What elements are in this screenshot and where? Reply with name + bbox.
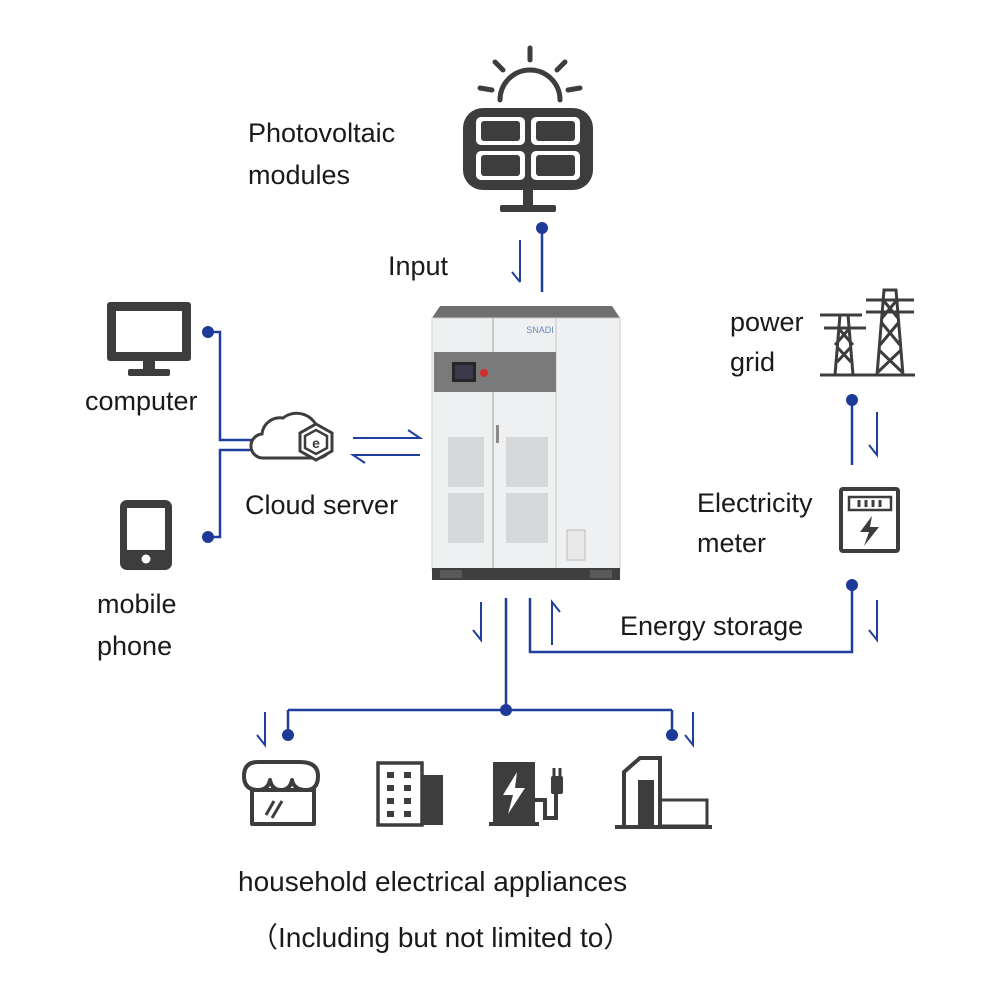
storage-up-arrow <box>551 599 561 645</box>
appliance-junction-node <box>500 704 512 716</box>
office-building-icon <box>376 761 443 827</box>
pv-label-line1: Photovoltaic <box>248 118 396 148</box>
meter-node <box>846 579 858 591</box>
cabinet-to-cloud-arrow <box>349 454 420 464</box>
cabinet-brand-logo: SNADI <box>526 325 554 335</box>
appliance-right-arrow <box>684 712 694 748</box>
cloud-server-label: Cloud server <box>245 490 399 520</box>
computer-monitor-icon <box>107 302 191 376</box>
computer-connection-line <box>208 330 252 442</box>
input-label: Input <box>388 251 449 281</box>
grid-label-line1: power <box>730 307 804 337</box>
mobile-phone-icon <box>120 500 172 570</box>
meter-down-arrow <box>868 600 878 643</box>
mobile-phone-label: mobile phone <box>97 583 177 667</box>
power-grid-label: power grid <box>730 302 804 382</box>
pv-label: Photovoltaic modules <box>248 112 395 196</box>
cloud-to-cabinet-arrow <box>353 429 424 439</box>
sun-icon <box>477 45 583 103</box>
grid-down-arrow <box>868 412 878 458</box>
appliance-right-node <box>666 729 678 741</box>
appliance-left-arrow <box>256 712 266 748</box>
input-down-arrow <box>511 240 521 283</box>
appliance-left-node <box>282 729 294 741</box>
pv-label-line2: modules <box>248 160 351 190</box>
appliances-label: household electrical appliances <box>238 866 628 897</box>
energy-storage-line <box>528 585 854 654</box>
grid-node <box>846 394 858 406</box>
cloud-server-icon: e <box>249 411 334 462</box>
electricity-meter-icon <box>839 487 900 553</box>
computer-node <box>202 326 214 338</box>
grid-label-line2: grid <box>730 347 776 377</box>
factory-icon <box>615 756 712 829</box>
electricity-meter-label: Electricity meter <box>697 483 813 563</box>
meter-label-line2: meter <box>697 528 767 558</box>
energy-storage-label: Energy storage <box>620 611 804 641</box>
shop-icon <box>242 760 320 826</box>
meter-label-line1: Electricity <box>697 488 813 518</box>
ev-charger-icon <box>489 762 563 826</box>
appliances-note: （Including but not limited to） <box>250 922 632 953</box>
mobile-label-line1: mobile <box>97 589 177 619</box>
energy-storage-cabinet: SNADI <box>431 306 621 580</box>
pv-node <box>536 222 548 234</box>
mobile-label-line2: phone <box>97 631 173 661</box>
svg-text:e: e <box>312 435 320 451</box>
cabinet-down-arrow <box>472 602 482 643</box>
transmission-tower-icon <box>820 288 915 377</box>
computer-label: computer <box>85 386 198 416</box>
phone-node <box>202 531 214 543</box>
flow-arrows <box>256 240 878 748</box>
connection-nodes <box>202 222 858 741</box>
solar-panel-icon <box>463 108 593 212</box>
